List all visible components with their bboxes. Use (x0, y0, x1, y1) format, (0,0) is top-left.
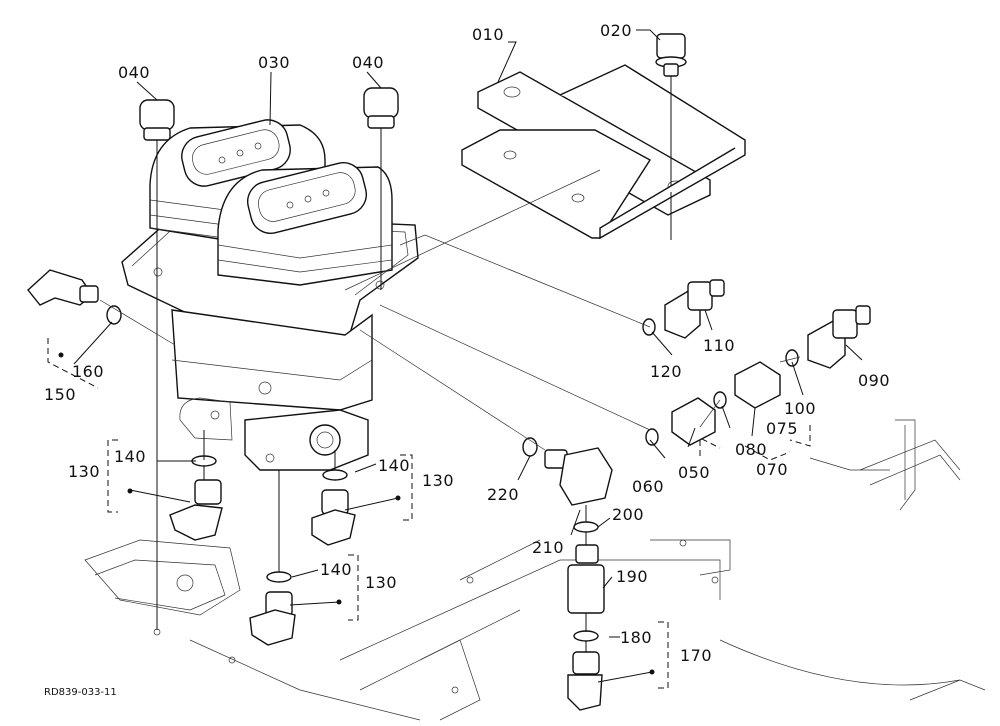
background-frame (84, 419, 986, 721)
callout-030: 030 (258, 53, 290, 72)
callout-130-right: 130 (422, 471, 454, 490)
callout-130-left: 130 (68, 462, 100, 481)
knob-040-right (363, 87, 399, 140)
callout-180: 180 (620, 628, 652, 647)
callout-150: 150 (44, 385, 76, 404)
callout-190: 190 (616, 567, 648, 586)
callout-010: 010 (472, 25, 504, 44)
callout-210: 210 (532, 538, 564, 557)
callout-200: 200 (612, 505, 644, 524)
leader-lines (73, 29, 863, 683)
bolt-020 (655, 33, 687, 92)
callout-160: 160 (72, 362, 104, 381)
callout-040-right: 040 (352, 53, 384, 72)
adapter-110 (642, 279, 725, 339)
elbow-fitting-130-right (311, 469, 356, 546)
elbow-fitting-210 (522, 437, 613, 506)
pilot-valve-body (121, 119, 419, 471)
group-dots (58, 352, 655, 675)
group-brackets (47, 338, 811, 689)
callout-100: 100 (784, 399, 816, 418)
callout-020: 020 (600, 21, 632, 40)
adapter-190 (567, 521, 605, 642)
callout-140-bottom: 140 (320, 560, 352, 579)
callout-labels: 010 020 030 040 040 050 060 070 075 080 … (44, 21, 890, 665)
fitting-075 (713, 361, 781, 409)
callout-080: 080 (735, 440, 767, 459)
callout-075: 075 (766, 419, 798, 438)
knob-040-left (139, 99, 175, 152)
callout-050: 050 (678, 463, 710, 482)
elbow-fitting-130-bottom (249, 571, 296, 646)
callout-130-bottom: 130 (365, 573, 397, 592)
callout-170: 170 (680, 646, 712, 665)
callout-220: 220 (487, 485, 519, 504)
alignment-lines (99, 92, 801, 652)
callout-090: 090 (858, 371, 890, 390)
callout-040-left: 040 (118, 63, 150, 82)
callout-060: 060 (632, 477, 664, 496)
callout-140-right: 140 (378, 456, 410, 475)
elbow-fitting-170 (567, 651, 603, 711)
callout-140-left: 140 (114, 447, 146, 466)
callout-120: 120 (650, 362, 682, 381)
fitting-050 (645, 397, 716, 446)
drawing-code: RD839-033-11 (44, 687, 117, 698)
bracket-plate-010 (461, 64, 746, 240)
elbow-fitting-150 (27, 269, 122, 325)
callout-110: 110 (703, 336, 735, 355)
adapter-090 (785, 305, 871, 369)
callout-070: 070 (756, 460, 788, 479)
elbow-fitting-130-left (169, 455, 223, 541)
